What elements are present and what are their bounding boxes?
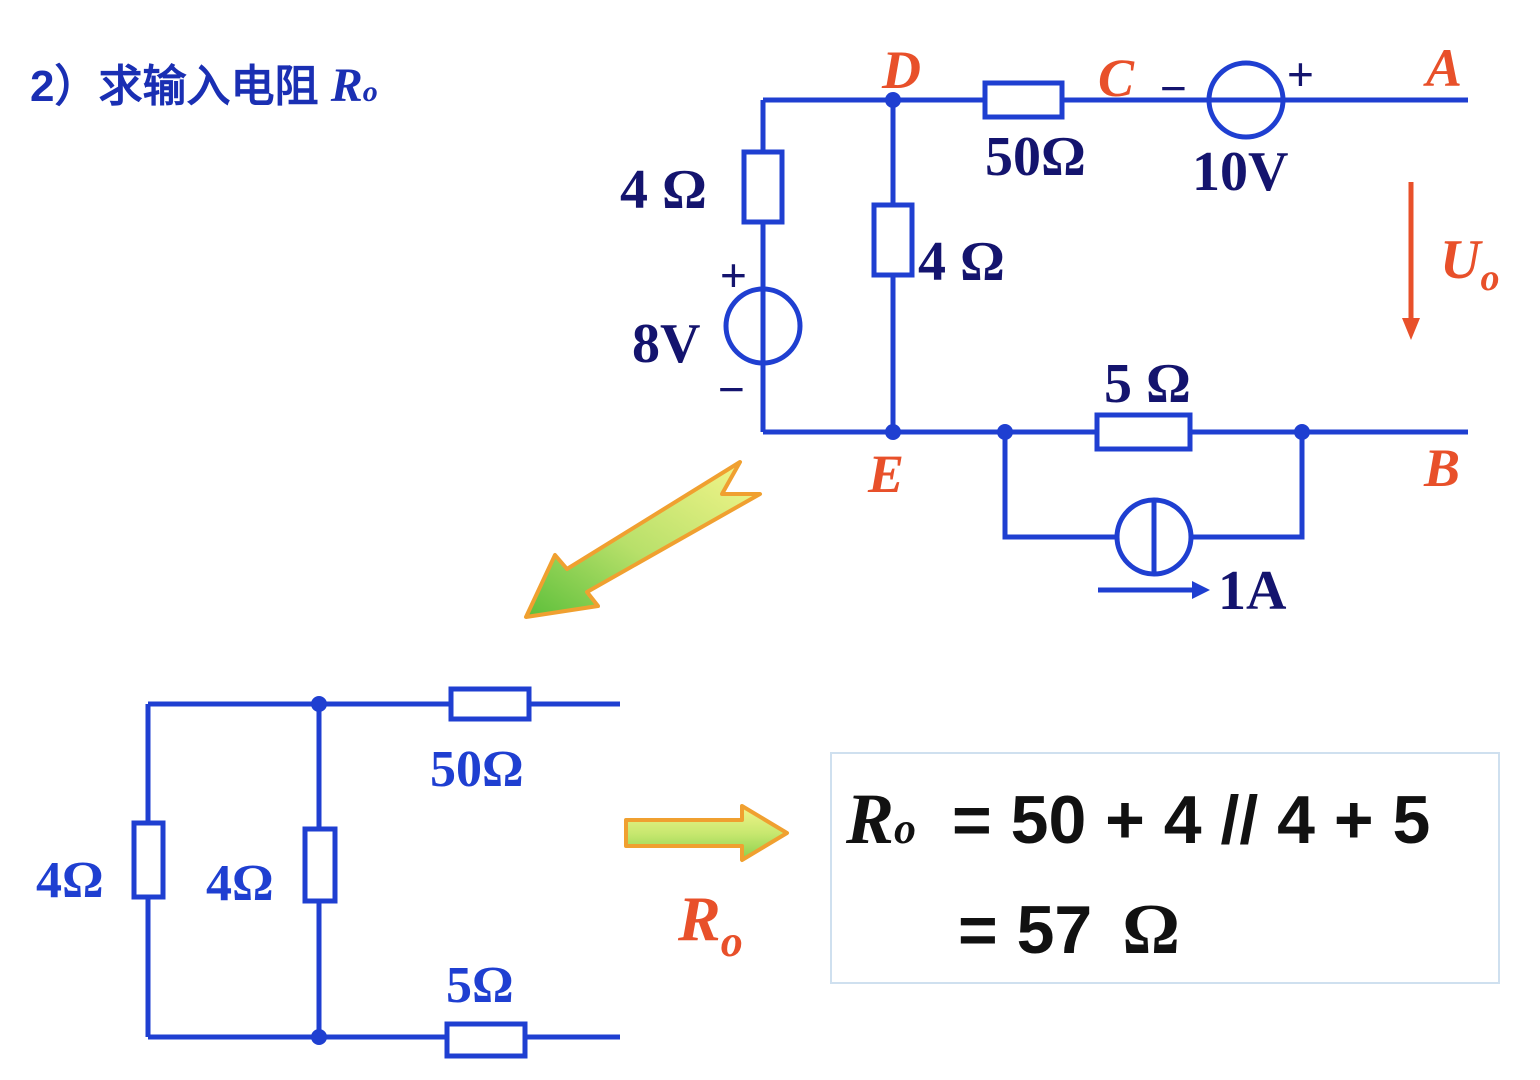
label-resistor-5: 5 Ω — [1104, 353, 1191, 415]
title-subscript: o — [362, 75, 378, 108]
bottom-resistor-left-4 — [131, 820, 166, 900]
label-resistor-middle-4: 4 Ω — [918, 231, 1005, 293]
junction-dot-e — [885, 424, 901, 440]
formula-line-2-unit: Ω — [1122, 889, 1180, 969]
label-bottom-resistor-left-4: 4Ω — [36, 852, 104, 909]
polarity-minus-10v: − — [1160, 62, 1187, 114]
formula-line-2-rhs: = 57 — [958, 892, 1093, 968]
label-current-source-1a: 1A — [1218, 560, 1287, 622]
polarity-minus-8v: − — [718, 363, 745, 415]
resistor-middle-4 — [871, 202, 915, 278]
uo-symbol: U — [1440, 229, 1483, 291]
formula-lhs-subscript: o — [894, 804, 917, 853]
node-label-c: C — [1098, 48, 1135, 108]
label-bottom-resistor-middle-4: 4Ω — [206, 855, 274, 912]
junction-dot-e2 — [997, 424, 1013, 440]
node-label-a: A — [1423, 38, 1462, 98]
current-direction-arrowhead — [1192, 581, 1210, 599]
uo-arrowhead — [1402, 318, 1420, 340]
bottom-resistor-top-50 — [448, 686, 532, 722]
top-circuit — [723, 60, 1468, 593]
label-resistor-left-4: 4 Ω — [620, 159, 707, 221]
junction-dot-d — [885, 92, 901, 108]
label-resistor-dc-50: 50Ω — [985, 126, 1086, 188]
node-label-e: E — [867, 444, 904, 504]
transform-arrow-icon — [524, 460, 762, 619]
resistor-dc-50 — [982, 80, 1065, 120]
current-source-loop-wire — [1002, 432, 1305, 540]
top-junction-dots — [885, 92, 1310, 440]
polarity-plus-8v: + — [720, 249, 747, 301]
formula-line-1: Ro = 50 + 4 // 4 + 5 — [846, 778, 1430, 861]
label-voltage-source-10v: 10V — [1192, 141, 1288, 203]
page-title: 2）求输入电阻 Ro — [30, 50, 378, 114]
uo-label: Uo — [1440, 229, 1499, 299]
ro-subscript: o — [721, 917, 743, 966]
right-arrow-icon — [624, 804, 789, 862]
node-label-b: B — [1423, 438, 1460, 498]
polarity-plus-10v: + — [1287, 48, 1314, 100]
bottom-junction-dot-top — [311, 696, 327, 712]
junction-dot-b — [1294, 424, 1310, 440]
resistor-left-4 — [741, 149, 785, 225]
resistor-5 — [1094, 412, 1193, 452]
title-symbol: R — [330, 59, 363, 112]
ro-label: Ro — [677, 883, 743, 966]
bottom-resistor-bottom-5 — [444, 1021, 528, 1059]
ro-symbol: R — [677, 883, 721, 954]
label-bottom-resistor-bottom-5: 5Ω — [446, 957, 514, 1014]
formula-line-1-rhs: = 50 + 4 // 4 + 5 — [952, 782, 1431, 858]
label-bottom-resistor-top-50: 50Ω — [430, 741, 524, 798]
bottom-resistor-middle-4 — [302, 826, 338, 904]
title-text: 2）求输入电阻 — [30, 62, 331, 111]
formula-lhs-symbol: R — [846, 779, 895, 859]
formula-line-2: = 57 Ω — [958, 888, 1180, 971]
bottom-junction-dot-bottom — [311, 1029, 327, 1045]
formula-box: Ro = 50 + 4 // 4 + 5 = 57 Ω — [830, 752, 1500, 984]
bottom-circuit — [131, 686, 620, 1059]
node-label-d: D — [881, 40, 921, 100]
uo-subscript: o — [1480, 257, 1499, 299]
label-voltage-source-8v: 8V — [632, 313, 700, 375]
